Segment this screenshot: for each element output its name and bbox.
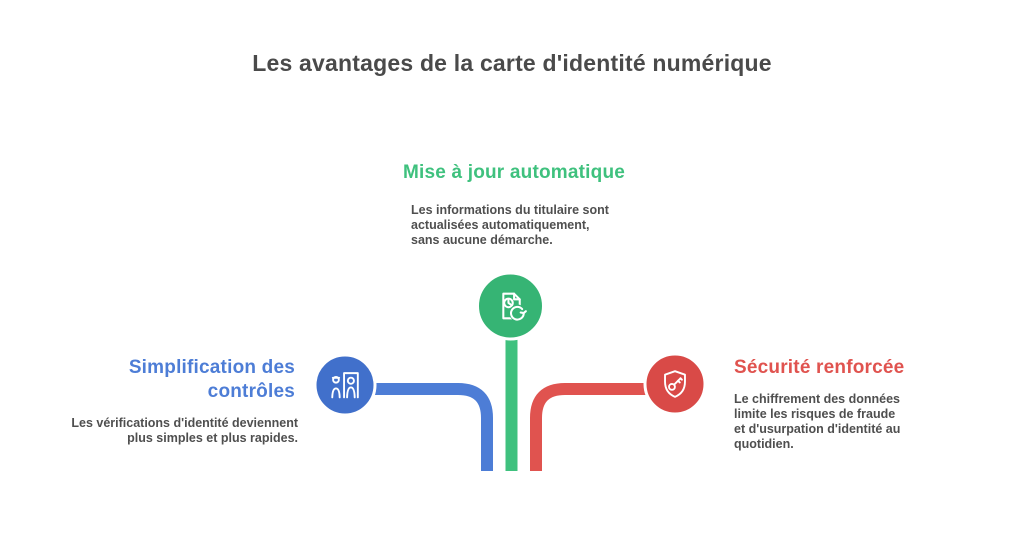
branch-body-mise-a-jour: Les informations du titulaire sont actua… — [411, 203, 609, 247]
branch-body-securite: Le chiffrement des données limite les ri… — [734, 392, 901, 451]
branch-heading-mise-a-jour: Mise à jour automatique — [402, 162, 626, 183]
blue-connector-line — [374, 383, 493, 471]
branch-body-controles: Les vérifications d'identité deviennent … — [71, 416, 298, 445]
blue-line-casing — [374, 380, 496, 471]
page-title: Les avantages de la carte d'identité num… — [252, 50, 772, 76]
security-checkpoint-icon — [331, 372, 359, 399]
shield-key-icon — [664, 370, 686, 398]
red-connector-line — [530, 383, 646, 471]
red-line-casing — [527, 380, 646, 471]
branch-heading-securite: Sécurité renforcée — [734, 357, 905, 378]
branch-heading-controles: Simplification des contrôles — [128, 357, 295, 402]
document-refresh-icon — [502, 292, 527, 322]
